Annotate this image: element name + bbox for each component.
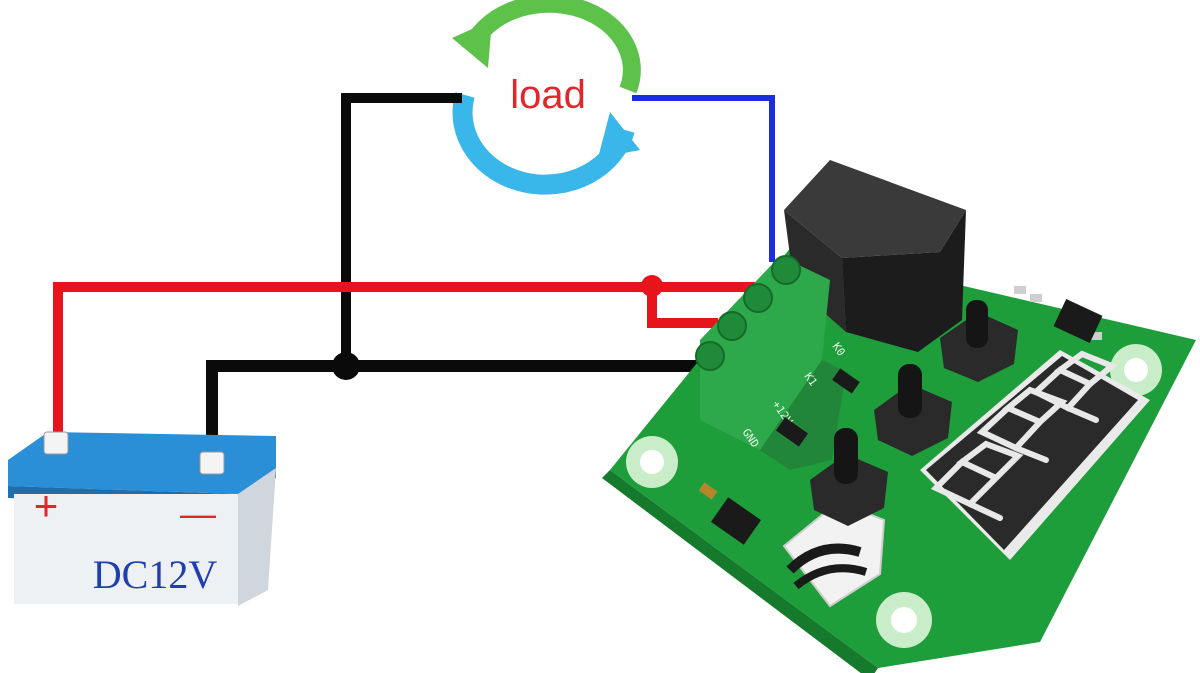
terminal-screw-gnd [695,341,725,371]
battery: + — DC12V [8,431,276,606]
button-2 [874,364,952,456]
smd-components [698,286,1103,545]
silk-k1: K1 [802,370,820,388]
positive-junction-dot [641,275,663,297]
terminal-screw-com [743,283,773,313]
blue-cycle-arrow [452,92,635,195]
seven-segment-digits [930,350,1118,521]
terminal-block [695,255,846,470]
microcontroller-chip [1053,298,1103,344]
positive-branch-wire [647,287,718,328]
negative-sign: — [180,493,216,534]
led-display [920,350,1150,560]
terminal-screw-no [771,255,801,285]
negative-terminal [199,451,225,475]
ground-junction-dot [332,352,360,380]
mounting-holes [626,344,1162,648]
load-return-wire [341,93,462,366]
terminal-screw-12v [717,311,747,341]
silk-k0: K0 [830,340,848,358]
battery-top [8,432,276,494]
positive-terminal [43,431,69,455]
battery-voltage-label: DC12V [93,552,218,597]
relay [784,160,966,352]
thermostat-board: K0 K1 +12V GND [602,160,1196,673]
push-buttons [810,300,1018,526]
wires [53,93,775,462]
load-label: load [510,73,586,117]
button-3 [810,428,888,526]
button-1 [940,300,1018,382]
green-arrowhead-icon [452,20,492,68]
blue-arrowhead-icon [598,112,640,158]
battery-body [14,494,238,604]
load-wire [632,95,775,262]
sensor-connector [782,500,886,608]
positive-sign: + [34,482,59,529]
ground-wire [206,360,700,462]
positive-wire [53,282,770,436]
load-symbol: load [452,0,641,195]
terminal-screws [695,255,801,371]
